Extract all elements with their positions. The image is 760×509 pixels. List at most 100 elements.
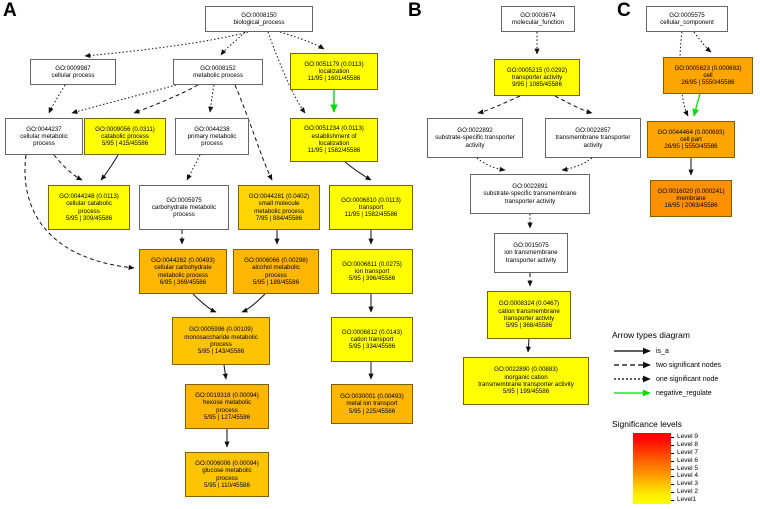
go-node-term: carbohydrate metabolic (140, 204, 228, 211)
go-node-term: cell part (648, 136, 734, 143)
go-node-glucose_metabolic_process[interactable]: GO:0006006 (0.00094)glucose metabolicpro… (185, 452, 269, 497)
go-node-term: transmembrane transporter (546, 134, 640, 141)
go-node-transport[interactable]: GO:0006810 (0.0113)transport11/95 | 1582… (329, 185, 413, 230)
significance-tick-label: Level 6 (677, 457, 698, 464)
go-node-alcohol_metabolic_process[interactable]: GO:0006066 (0.00298)alcohol metabolicpro… (233, 249, 319, 294)
go-node-metabolic_process[interactable]: GO:0008152metabolic process (173, 59, 263, 85)
go-node-ion_transmembrane_transporter_activity[interactable]: GO:0015075ion transmembranetransporter a… (494, 233, 568, 273)
significance-tickmark (671, 461, 674, 462)
go-node-catabolic_process[interactable]: GO:0009056 (0.0311)catabolic process5/95… (84, 118, 166, 155)
go-node-term: glucose metabolic (186, 467, 268, 474)
go-node-primary_metabolic_process[interactable]: GO:0044238primary metabolicprocess (175, 118, 249, 155)
go-node-id: GO:0044464 (0.000693) (648, 129, 734, 136)
go-node-term: process (140, 211, 228, 218)
go-node-id: GO:0006810 (0.0113) (330, 197, 412, 204)
go-node-counts: 16/95 | 2063/45586 (651, 202, 731, 209)
go-node-id: GO:0008324 (0.0467) (488, 300, 570, 307)
go-node-term: alcohol metabolic (234, 264, 318, 271)
go-node-term: membrane (651, 195, 731, 202)
go-node-counts: 5/95 | 396/45586 (332, 275, 412, 282)
go-node-cc_root[interactable]: GO:0005575cellular_component (646, 6, 728, 32)
go-node-substrate_specific_transmembrane_transporter_activity[interactable]: GO:0022891substrate-specific transmembra… (470, 174, 590, 214)
go-node-term: process (176, 140, 248, 147)
significance-tickmark (671, 469, 674, 470)
go-node-hexose_metabolic_process[interactable]: GO:0019318 (0.00094)hexose metabolicproc… (185, 384, 269, 429)
go-node-cellular_carbohydrate_metabolic_process[interactable]: GO:0044262 (0.00493)cellular carbohydrat… (139, 249, 227, 294)
legend-arrow-label-is-a: is_a (656, 348, 669, 355)
go-node-term: transport (330, 204, 412, 211)
go-node-counts: 11/95 | 1601/45586 (291, 75, 377, 82)
go-node-counts: 5/95 | 199/45586 (464, 388, 588, 395)
go-node-transporter_activity[interactable]: GO:0005215 (0.0292)transporter activity9… (494, 59, 580, 96)
go-node-term: cellular_component (647, 19, 727, 26)
legend-arrow-title: Arrow types diagram (612, 330, 690, 340)
go-node-id: GO:0008152 (174, 65, 262, 72)
go-node-counts: 5/95 | 415/45586 (85, 140, 165, 147)
go-node-id: GO:0044238 (176, 126, 248, 133)
go-node-id: GO:0019318 (0.00094) (186, 392, 268, 399)
go-node-counts: 7/95 | 884/45586 (239, 215, 319, 222)
go-node-metal_ion_transport[interactable]: GO:0030001 (0.00493)metal ion transport5… (331, 384, 413, 424)
go-node-ion_transport[interactable]: GO:0006811 (0.0275)ion transport5/95 | 3… (331, 249, 413, 294)
go-node-term: substrate-specific transporter (428, 134, 522, 141)
significance-tickmark (671, 437, 674, 438)
go-node-cell[interactable]: GO:0005623 (0.000693)cell26/95 | 5550/45… (663, 57, 753, 94)
go-node-id: GO:0016020 (0.000241) (651, 188, 731, 195)
go-node-cation_transport[interactable]: GO:0006812 (0.0143)cation transport5/95 … (331, 317, 413, 362)
go-node-inorganic_cation_transmembrane_transporter_activity[interactable]: GO:0022890 (0.00883)inorganic cationtran… (463, 357, 589, 405)
go-node-carbohydrate_metabolic_process[interactable]: GO:0005975carbohydrate metabolicprocess (139, 185, 229, 230)
go-node-term: small molecule (239, 200, 319, 207)
go-node-substrate_specific_transporter_activity[interactable]: GO:0022892substrate-specific transporter… (427, 118, 523, 158)
panel-letter-c: C (617, 1, 631, 20)
go-node-cell_part[interactable]: GO:0044464 (0.000693)cell part26/95 | 55… (647, 121, 735, 158)
go-node-id: GO:0009987 (31, 65, 115, 72)
significance-tick-label: Level1 (677, 496, 696, 503)
go-node-term: activity (546, 142, 640, 149)
go-node-counts: 5/95 | 110/45586 (186, 482, 268, 489)
go-node-term: metabolic process (239, 208, 319, 215)
go-node-counts: 5/95 | 368/45586 (488, 322, 570, 329)
go-node-establishment_of_localization[interactable]: GO:0051234 (0.0113)establishment oflocal… (290, 118, 378, 162)
go-node-monosaccharide_metabolic_process[interactable]: GO:0005996 (0.00109)monosaccharide metab… (172, 317, 270, 365)
legend-arrow-label-two-significant: two significant nodes (656, 362, 721, 369)
go-node-term: process (186, 407, 268, 414)
go-node-localization[interactable]: GO:0051179 (0.0113)localization11/95 | 1… (290, 53, 378, 90)
go-node-term: process (186, 475, 268, 482)
go-node-id: GO:0005623 (0.000693) (664, 65, 752, 72)
go-node-cellular_metabolic_process[interactable]: GO:0044237cellular metabolicprocess (5, 118, 83, 155)
go-node-cation_transmembrane_transporter_activity[interactable]: GO:0008324 (0.0467)cation transmembranet… (487, 291, 571, 339)
go-node-term: activity (428, 142, 522, 149)
significance-tick-label: Level 2 (677, 488, 698, 495)
go-node-term: metabolic process (140, 272, 226, 279)
go-node-bp_root[interactable]: GO:0008150biological_process (205, 6, 313, 32)
go-node-term: hexose metabolic (186, 399, 268, 406)
go-node-term: transporter activity (471, 198, 589, 205)
go-node-counts: 5/95 | 225/45586 (332, 408, 412, 415)
go-node-transmembrane_transporter_activity[interactable]: GO:0022857transmembrane transporteractiv… (545, 118, 641, 158)
go-node-term: metabolic process (174, 72, 262, 79)
go-node-term: process (49, 208, 129, 215)
go-node-term: cation transport (332, 336, 412, 343)
go-node-counts: 11/95 | 1582/45586 (330, 211, 412, 218)
go-node-id: GO:0005575 (647, 12, 727, 19)
go-node-term: process (173, 341, 269, 348)
go-node-mf_root[interactable]: GO:0003674molecular_function (501, 6, 575, 32)
go-node-counts: 5/95 | 334/45586 (332, 343, 412, 350)
go-node-id: GO:0044281 (0.0402) (239, 193, 319, 200)
go-node-counts: 26/95 | 5550/45586 (648, 143, 734, 150)
go-node-cellular_process[interactable]: GO:0009987cellular process (30, 59, 116, 85)
go-node-term: cellular process (31, 72, 115, 79)
significance-tickmark (671, 453, 674, 454)
go-node-cellular_catabolic_process[interactable]: GO:0044248 (0.0113)cellular catabolicpro… (48, 185, 130, 230)
go-node-term: localization (291, 140, 377, 147)
go-node-term: monosaccharide metabolic (173, 334, 269, 341)
significance-tickmark (671, 500, 674, 501)
go-node-membrane[interactable]: GO:0016020 (0.000241)membrane16/95 | 206… (650, 180, 732, 217)
go-node-term: transporter activity (488, 315, 570, 322)
go-node-small_molecule_metabolic_process[interactable]: GO:0044281 (0.0402)small moleculemetabol… (238, 185, 320, 230)
go-node-id: GO:0005975 (140, 197, 228, 204)
significance-tick-label: Level 8 (677, 441, 698, 448)
go-node-term: process (234, 272, 318, 279)
go-node-id: GO:0006006 (0.00094) (186, 460, 268, 467)
